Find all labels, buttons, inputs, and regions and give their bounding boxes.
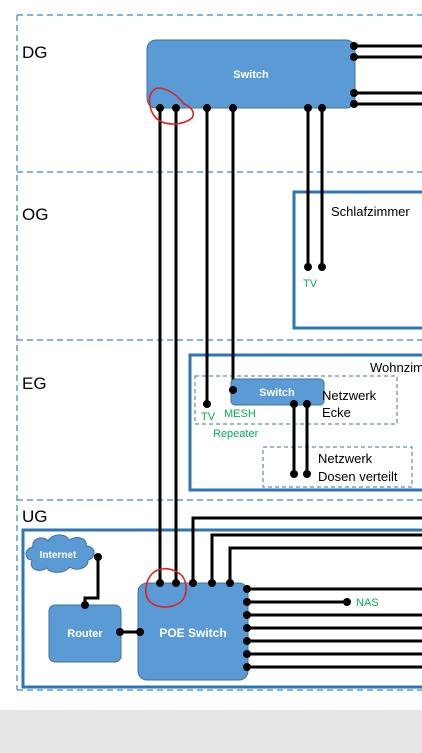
dg-switch-box [146, 39, 356, 109]
label-netzwerk-ecke-2: Ecke [322, 405, 351, 420]
label-netzwerk-ecke-1: Netzwerk [322, 388, 377, 403]
label-netzwerk-dosen-1: Netzwerk [318, 451, 373, 466]
internet-label: Internet [40, 550, 77, 561]
wires [83, 44, 422, 669]
group-netzwerk-ecke [194, 375, 398, 425]
label-tv-og: TV [303, 278, 318, 290]
router-label: Router [67, 628, 103, 640]
floor-label-ug: UG [22, 507, 48, 526]
port-dot [343, 598, 351, 606]
port-dot [243, 637, 251, 645]
port-dot [350, 53, 358, 61]
footer-band [0, 710, 422, 753]
wire-poe-up-3 [228, 546, 422, 583]
port-dot [304, 104, 312, 112]
label-mesh: MESH [224, 408, 256, 420]
poe-switch-label: POE Switch [159, 626, 226, 640]
eg-switch-label: Switch [259, 387, 295, 399]
port-dot [350, 100, 358, 108]
port-dot [290, 400, 298, 408]
port-dot [303, 400, 311, 408]
port-dot [350, 89, 358, 97]
port-dots [81, 42, 358, 671]
floor-label-og: OG [22, 205, 48, 224]
annotation-circle-poe [145, 568, 187, 608]
port-dot [116, 628, 124, 636]
annotation-circle-dg [148, 87, 195, 125]
port-dot [243, 611, 251, 619]
label-tv-eg: TV [201, 411, 216, 423]
wire-poe-up-2 [210, 533, 422, 583]
port-dot [189, 579, 197, 587]
annotations [145, 87, 195, 608]
port-dot [203, 400, 211, 408]
cloud-icon [25, 534, 95, 573]
room-wohnzimmer [188, 353, 422, 492]
port-dot [136, 628, 144, 636]
floor-zones [16, 14, 422, 691]
port-dot [243, 663, 251, 671]
port-dot [304, 263, 312, 271]
dg-switch-label: Switch [233, 69, 269, 81]
room-label-schlafzimmer: Schlafzimmer [331, 204, 410, 219]
port-dot [243, 598, 251, 606]
eg-switch: Switch [230, 378, 325, 406]
port-dot [303, 470, 311, 478]
port-dot [226, 579, 234, 587]
port-dot [350, 42, 358, 50]
label-netzwerk-dosen-2: Dosen verteilt [318, 469, 398, 484]
router: Router [48, 604, 122, 663]
port-dot [229, 104, 237, 112]
port-dot [243, 624, 251, 632]
room-ug [21, 528, 422, 689]
poe-switch: POE Switch [137, 582, 249, 681]
port-dot [156, 579, 164, 587]
label-nas: NAS [356, 597, 379, 609]
port-dot [243, 585, 251, 593]
internet-cloud: Internet [25, 534, 95, 573]
port-dot [318, 263, 326, 271]
wire-poe-up-1 [191, 516, 422, 583]
network-diagram: DG OG EG UG Schlafzimmer Wohnzimmer [16, 14, 422, 691]
group-netzwerk-dosen [262, 446, 413, 488]
port-dot [172, 579, 180, 587]
port-dot [81, 601, 89, 609]
port-dot [290, 470, 298, 478]
room-schlafzimmer [292, 190, 422, 330]
port-dot [94, 553, 102, 561]
port-dot [203, 104, 211, 112]
port-dot [172, 104, 180, 112]
floor-label-dg: DG [22, 43, 48, 62]
port-dot [156, 104, 164, 112]
port-dot [229, 386, 237, 394]
dg-switch: Switch [146, 39, 356, 109]
label-repeater: Repeater [213, 428, 259, 440]
room-label-wohnzimmer: Wohnzimmer [370, 360, 422, 375]
floor-label-eg: EG [22, 374, 47, 393]
port-dot [243, 650, 251, 658]
port-dot [318, 104, 326, 112]
port-dot [208, 579, 216, 587]
